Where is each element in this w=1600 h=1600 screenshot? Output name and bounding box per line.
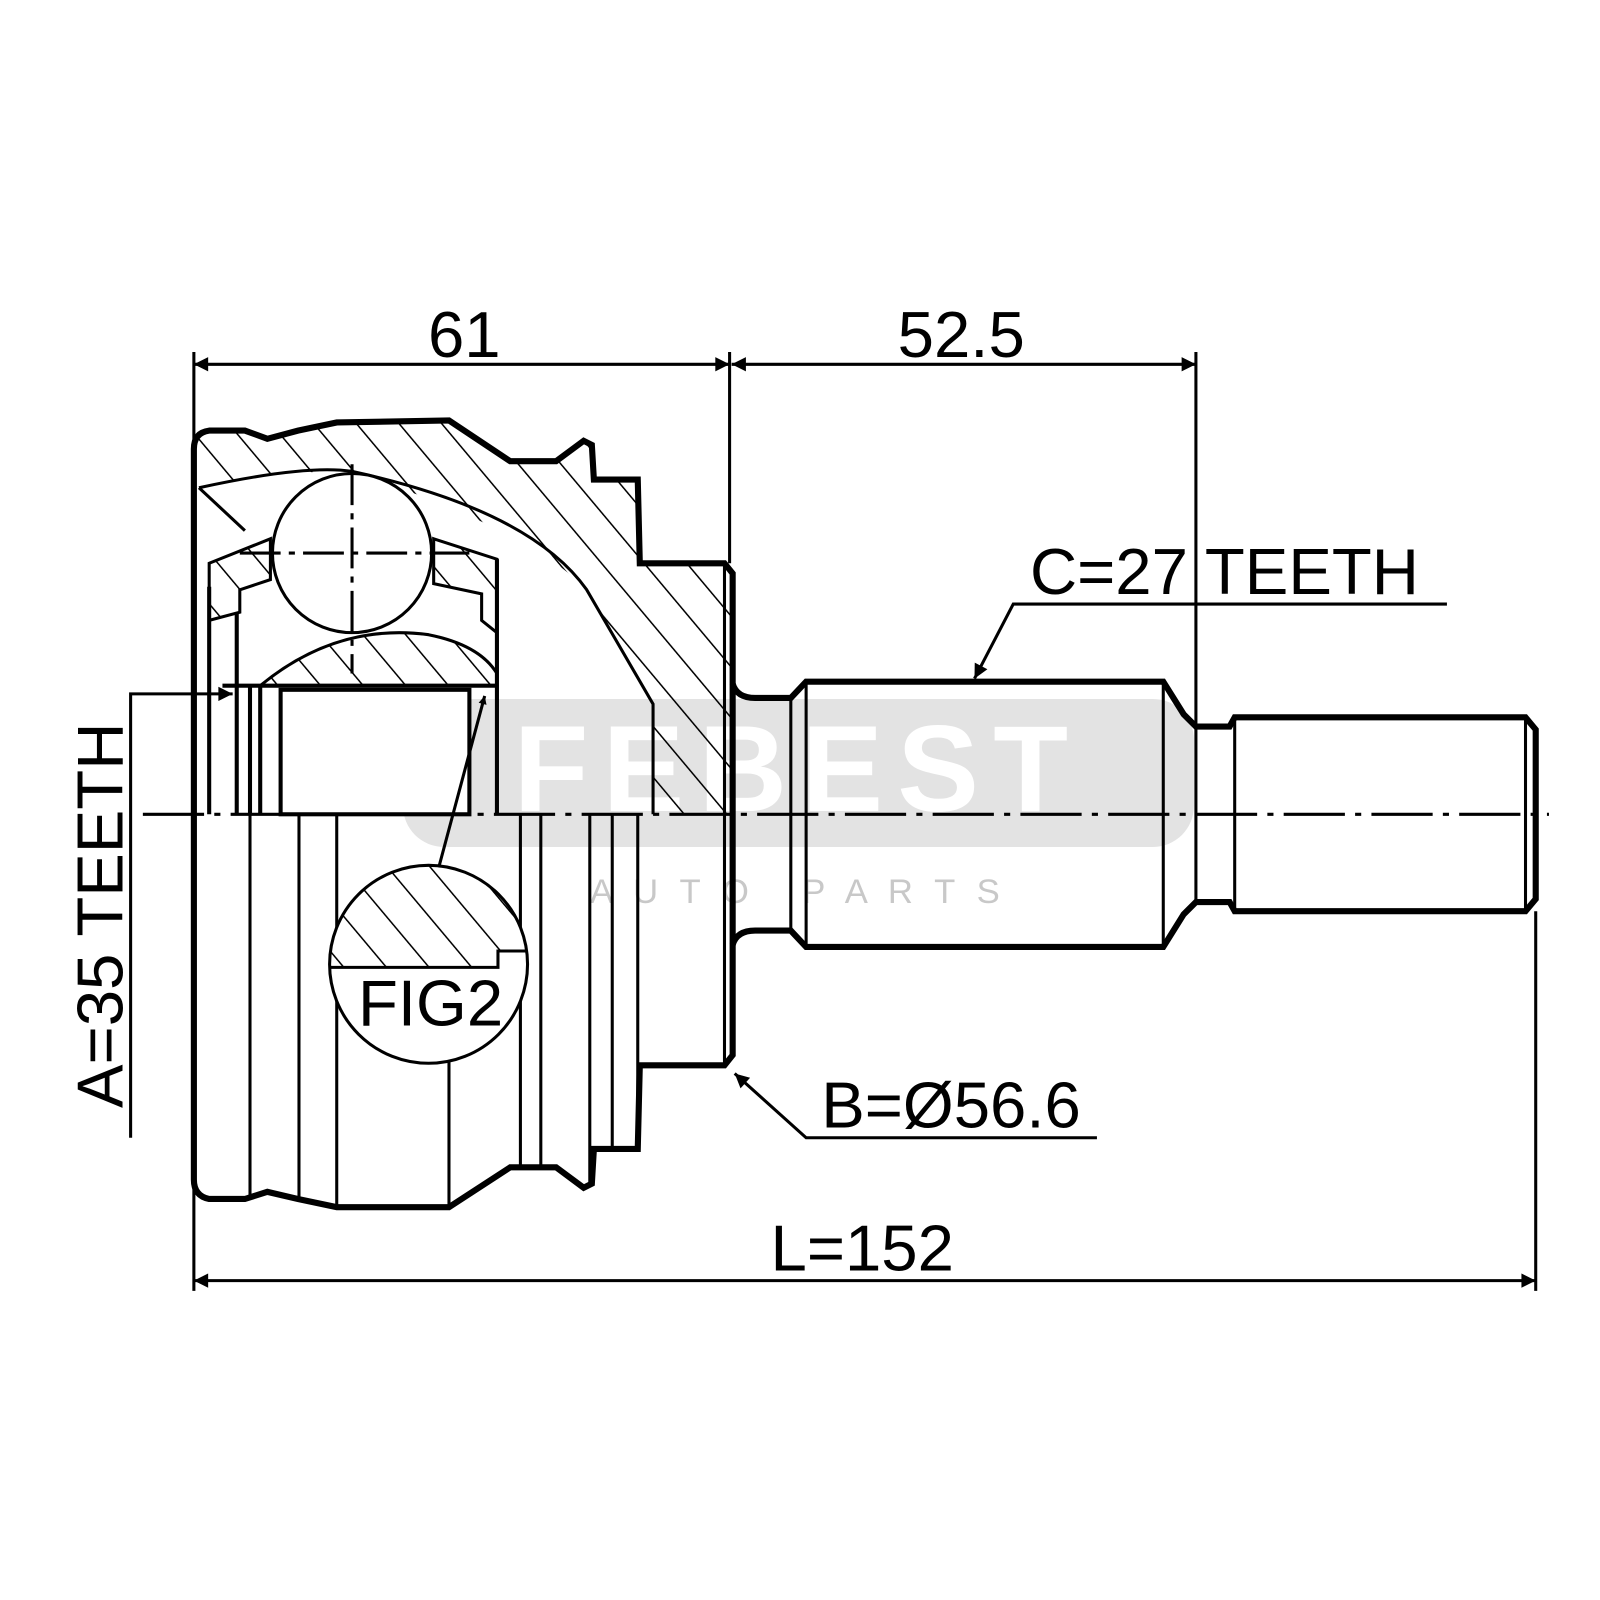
dim-housing-length: 61 (428, 298, 501, 371)
section-lines (207, 559, 499, 817)
inner-race-section (255, 631, 499, 688)
dimension-lines (129, 352, 1538, 1291)
housing-exterior-lines (248, 563, 727, 1208)
dim-outer-spline: C=27 TEETH (1030, 535, 1419, 608)
shaft-outline (729, 678, 1539, 950)
fig2-label: FIG2 (358, 967, 503, 1040)
housing-section (193, 420, 733, 815)
housing-outline (190, 417, 736, 1211)
dim-overall-length: L=152 (771, 1211, 954, 1284)
dim-stem-length: 52.5 (898, 298, 1025, 371)
shaft-lines (789, 681, 1528, 947)
svg-text:FEBEST: FEBEST (514, 700, 1083, 837)
dim-inner-spline: A=35 TEETH (63, 723, 136, 1108)
dim-abs-diameter: B=Ø56.6 (821, 1069, 1081, 1142)
cavity-edge (198, 468, 655, 815)
svg-text:A U T O P A R T S: A U T O P A R T S (590, 873, 1006, 911)
